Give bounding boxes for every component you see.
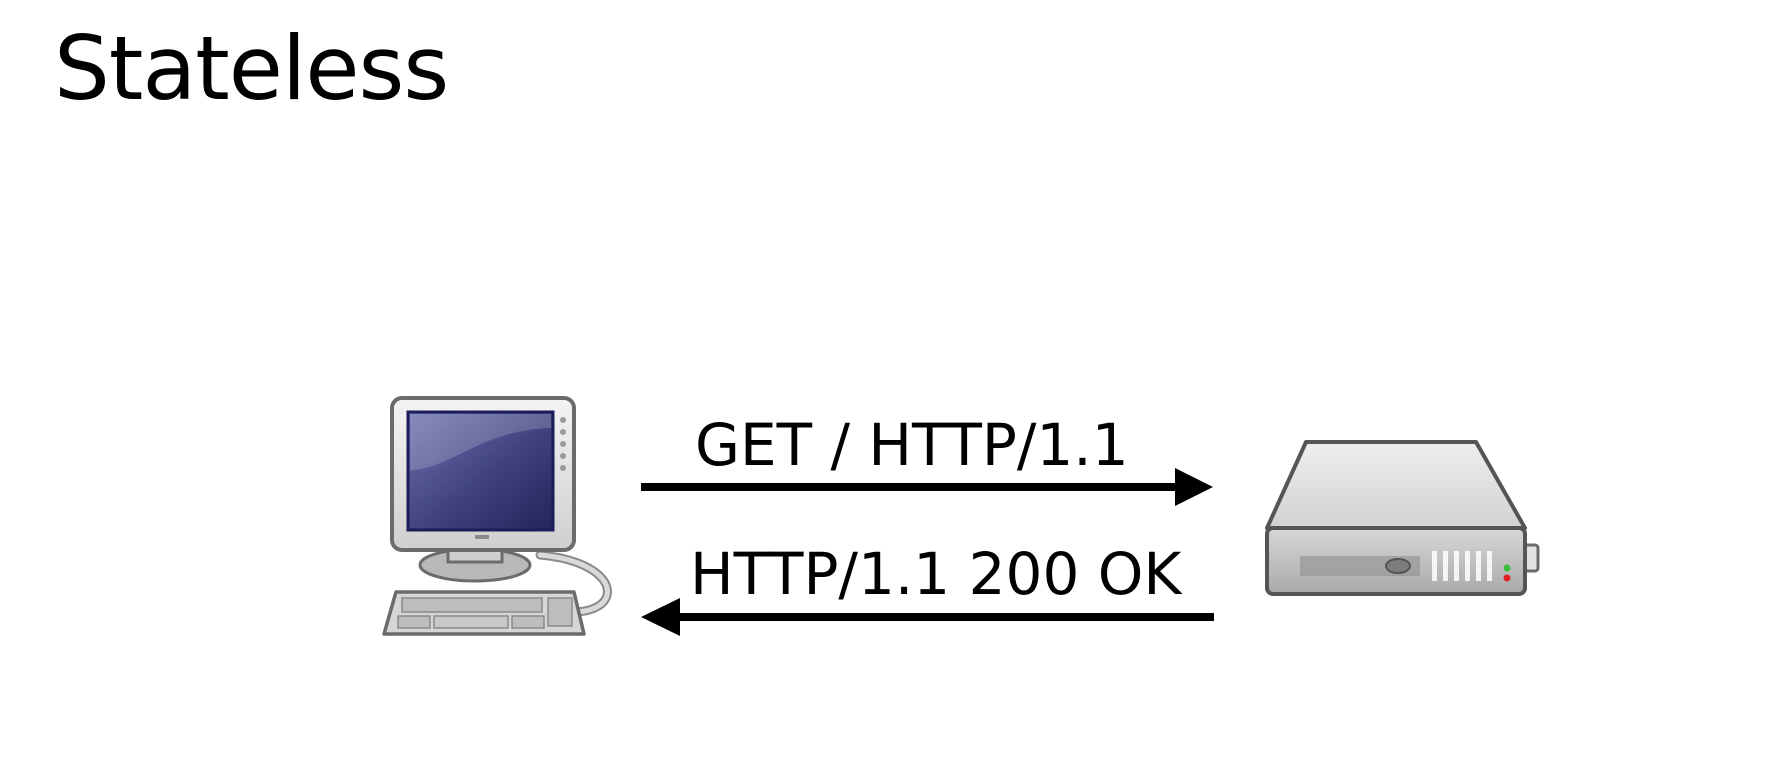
- response-arrow: [641, 598, 1214, 636]
- request-label: GET / HTTP/1.1: [695, 411, 1129, 479]
- response-label: HTTP/1.1 200 OK: [690, 540, 1183, 608]
- slide-title: Stateless: [54, 17, 449, 120]
- server-icon: [1265, 440, 1540, 596]
- request-arrow: [641, 468, 1213, 506]
- desktop-computer-icon: [382, 396, 612, 636]
